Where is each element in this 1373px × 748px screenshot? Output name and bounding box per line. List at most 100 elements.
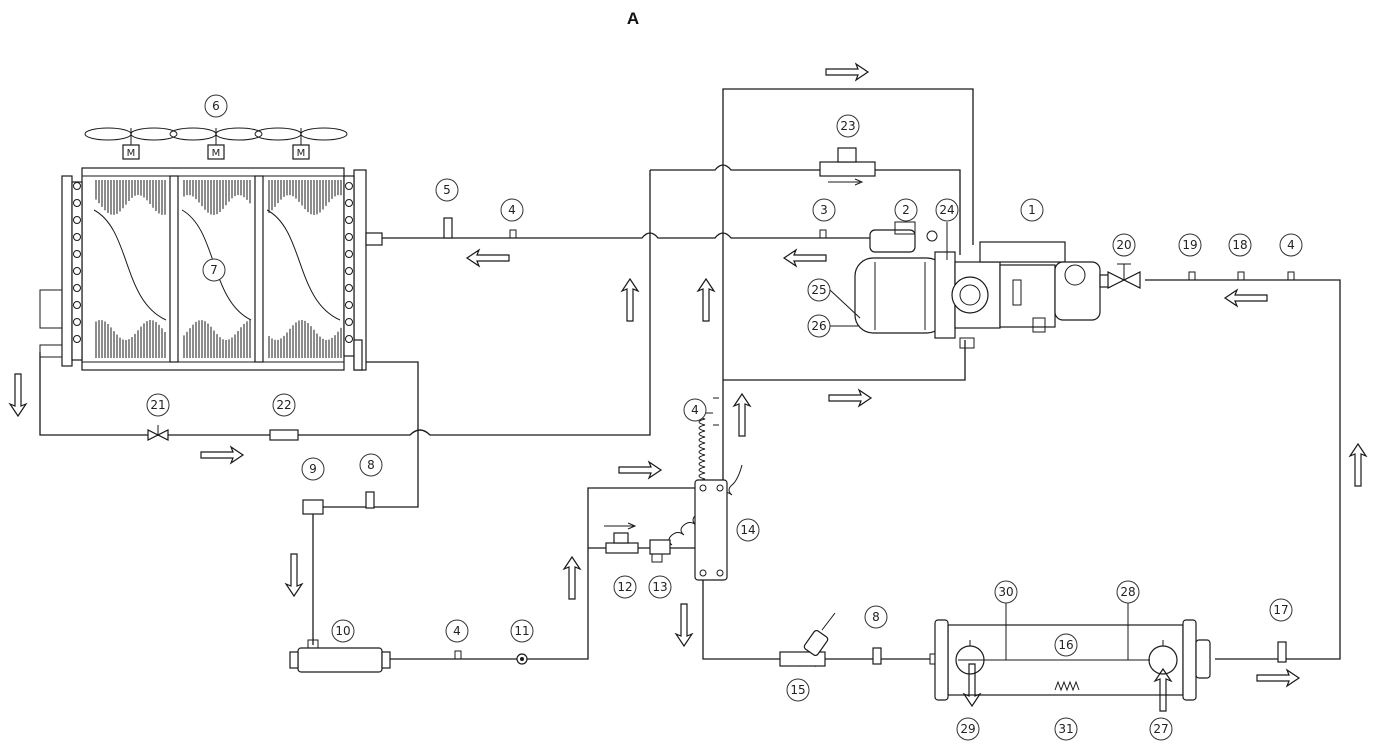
injection-pipe [650, 164, 961, 255]
callout-4d: 4 [445, 619, 469, 643]
callout-8b: 8 [864, 605, 888, 629]
svg-text:31: 31 [1058, 722, 1073, 736]
header-stub [345, 267, 353, 275]
flow-arrows [8, 62, 1368, 712]
compressor-terminal [951, 276, 989, 314]
callout-4a: 4 [500, 198, 524, 222]
plate-heat-exchanger [694, 479, 728, 581]
tap-4-suction [1287, 271, 1295, 281]
pressure-taps [713, 397, 719, 426]
valve-17 [1277, 641, 1287, 663]
fin-wave [266, 209, 341, 321]
callout-29: 29 [956, 717, 980, 741]
component-24-fitting [926, 230, 938, 242]
discharge-check-valve [869, 229, 916, 253]
callout-6: 6 [204, 94, 228, 118]
callout-leaders [829, 222, 1148, 661]
callout-22: 22 [272, 393, 296, 417]
svg-text:18: 18 [1232, 238, 1247, 252]
header-stub [345, 284, 353, 292]
liquid-return-pipe [39, 170, 651, 436]
compressor-motor-housing [854, 257, 946, 334]
screw-compressor [854, 221, 1111, 349]
header-stub [345, 182, 353, 190]
svg-text:5: 5 [443, 183, 451, 197]
callout-20: 20 [1112, 233, 1136, 257]
valve-8-upper [365, 491, 375, 509]
callout-16: 16 [1054, 633, 1078, 657]
callout-1: 1 [1020, 198, 1044, 222]
condenser-divider-2 [254, 175, 264, 363]
flow-arrow [782, 248, 827, 268]
svg-text:16: 16 [1058, 638, 1073, 652]
callout-4c: 4 [683, 398, 707, 422]
svg-text:12: 12 [617, 580, 632, 594]
callout-9: 9 [301, 457, 325, 481]
component-callouts: 1 2 3 4 4 4 4 5 6 7 8 8 9 10 11 12 13 14… [146, 94, 1303, 741]
liquid-receiver [289, 639, 391, 673]
evaporator-heater [1054, 680, 1080, 692]
svg-text:10: 10 [335, 624, 350, 638]
header-stub [345, 250, 353, 258]
liquid-line-pipe [390, 487, 695, 660]
callout-2: 2 [894, 198, 918, 222]
callout-11: 11 [510, 619, 534, 643]
flow-arrow [1256, 668, 1301, 688]
expansion-valve-13 [649, 539, 671, 555]
evaporator-right-head [1182, 619, 1197, 701]
callout-8a: 8 [359, 453, 383, 477]
flow-arrow [828, 388, 873, 408]
header-stub [73, 233, 81, 241]
economizer-return-pipe [723, 340, 966, 381]
callout-18: 18 [1228, 233, 1252, 257]
tap-3 [819, 229, 827, 239]
svg-text:3: 3 [820, 203, 828, 217]
svg-text:4: 4 [508, 203, 516, 217]
callout-23: 23 [836, 114, 860, 138]
svg-text:29: 29 [960, 722, 975, 736]
svg-text:15: 15 [790, 683, 805, 697]
fan-2: M [169, 127, 263, 160]
economizer-heat-exchanger [694, 479, 728, 581]
callout-28: 28 [1116, 580, 1140, 604]
callout-25: 25 [807, 278, 831, 302]
solenoid-valve-23 [819, 161, 876, 177]
discharge-pipe [380, 232, 870, 239]
condenser-outlet [353, 339, 363, 371]
header-stub [73, 182, 81, 190]
tap-19 [1188, 271, 1196, 281]
fan-motor [207, 144, 225, 160]
tap-4-liquid [454, 650, 462, 660]
header-stub [345, 301, 353, 309]
svg-text:7: 7 [210, 263, 218, 277]
svg-text:17: 17 [1273, 603, 1288, 617]
flow-arrow [962, 663, 982, 708]
flow-arrow [825, 62, 870, 82]
svg-text:13: 13 [652, 580, 667, 594]
header-stub [73, 267, 81, 275]
fan-blade [84, 127, 132, 141]
callout-27: 27 [1149, 717, 1173, 741]
condenser-divider-1 [169, 175, 179, 363]
callout-10: 10 [331, 619, 355, 643]
callout-17: 17 [1269, 598, 1293, 622]
flow-arrow [465, 248, 510, 268]
fan-motor [292, 144, 310, 160]
callout-15: 15 [786, 678, 810, 702]
fan-3: M [254, 127, 348, 160]
flow-arrow [1153, 667, 1173, 712]
svg-text:11: 11 [514, 624, 529, 638]
valves [147, 147, 1295, 667]
valve-8-lower [872, 647, 882, 665]
svg-text:4: 4 [453, 624, 461, 638]
svg-text:4: 4 [1287, 238, 1295, 252]
svg-text:1: 1 [1028, 203, 1036, 217]
callout-21: 21 [146, 393, 170, 417]
flow-arrow [562, 555, 582, 600]
fan-1: M [84, 127, 178, 160]
header-stub [345, 199, 353, 207]
header-stub [73, 335, 81, 343]
svg-text:9: 9 [309, 462, 317, 476]
